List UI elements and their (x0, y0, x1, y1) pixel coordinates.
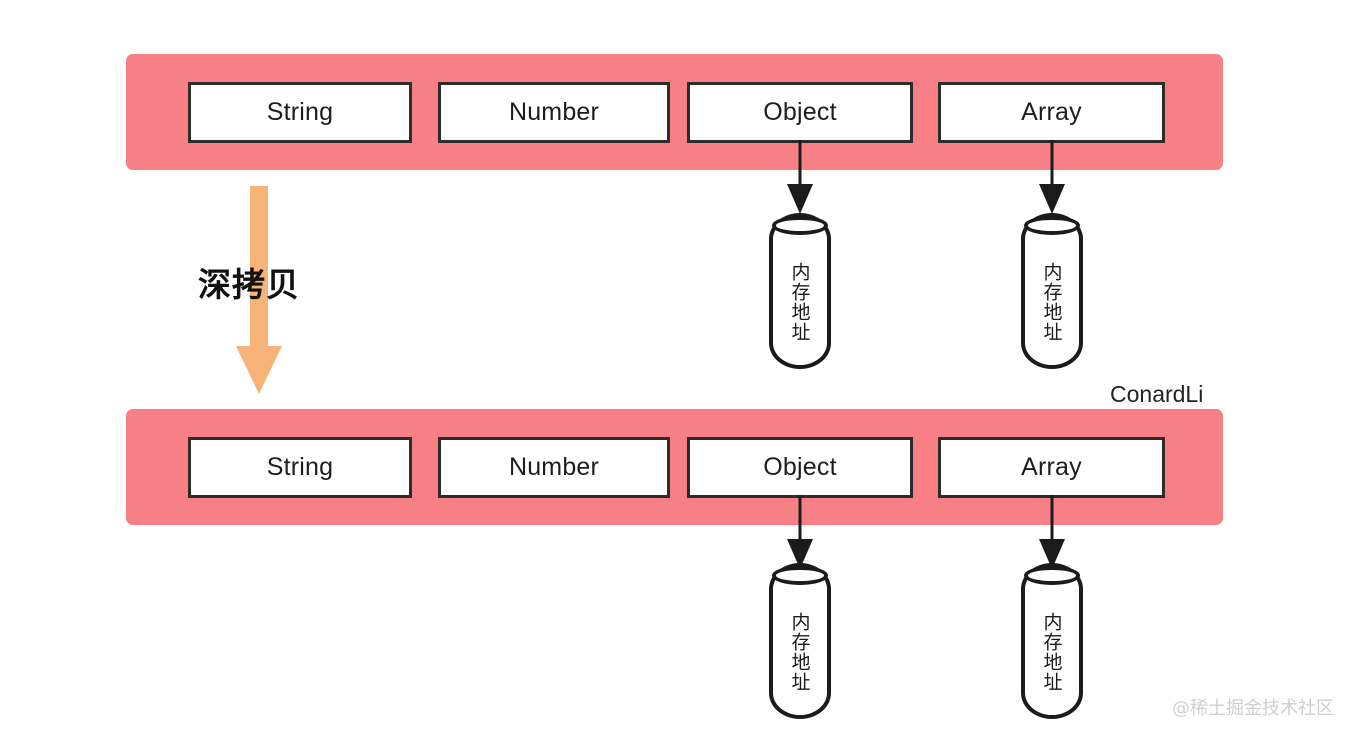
copy-box-object: Object (687, 437, 913, 498)
memory-cell-copy-object-label: 内存地址 (788, 612, 811, 692)
copy-box-object-label: Object (763, 453, 837, 481)
memory-cell-copy-object: 内存地址 (769, 563, 831, 719)
cylinder-body (769, 563, 831, 719)
deep-copy-arrow-icon (228, 186, 290, 398)
cylinder-body (769, 213, 831, 369)
memory-cell-source-array: 内存地址 (1021, 213, 1083, 369)
source-box-array-label: Array (1021, 98, 1082, 126)
copy-box-string: String (188, 437, 412, 498)
copy-box-number: Number (438, 437, 670, 498)
memory-cell-source-object: 内存地址 (769, 213, 831, 369)
source-box-number: Number (438, 82, 670, 143)
memory-cell-source-object-label: 内存地址 (788, 262, 811, 342)
author-tag: ConardLi (1110, 381, 1204, 407)
source-box-array: Array (938, 82, 1165, 143)
cylinder-lid (1024, 216, 1080, 235)
pointer-arrow-copy-array (1034, 495, 1070, 571)
cylinder-body (1021, 213, 1083, 369)
copy-box-array-label: Array (1021, 453, 1082, 481)
cylinder-lid (1024, 566, 1080, 585)
cylinder-lid (772, 566, 828, 585)
source-box-object: Object (687, 82, 913, 143)
deep-copy-label: 深拷贝 (198, 265, 300, 304)
pointer-arrow-copy-object (782, 495, 818, 571)
site-watermark: @稀土掘金技术社区 (1172, 698, 1334, 719)
pointer-arrow-source-array (1034, 140, 1070, 216)
source-box-number-label: Number (508, 98, 600, 126)
copy-box-array: Array (938, 437, 1165, 498)
copy-box-string-label: String (266, 453, 334, 481)
copy-box-number-label: Number (508, 453, 600, 481)
cylinder-body (1021, 563, 1083, 719)
memory-cell-source-array-label: 内存地址 (1040, 262, 1063, 342)
source-box-object-label: Object (763, 98, 837, 126)
memory-cell-copy-array-label: 内存地址 (1040, 612, 1063, 692)
source-box-string: String (188, 82, 412, 143)
source-box-string-label: String (266, 98, 334, 126)
cylinder-lid (772, 216, 828, 235)
memory-cell-copy-array: 内存地址 (1021, 563, 1083, 719)
pointer-arrow-source-object (782, 140, 818, 216)
